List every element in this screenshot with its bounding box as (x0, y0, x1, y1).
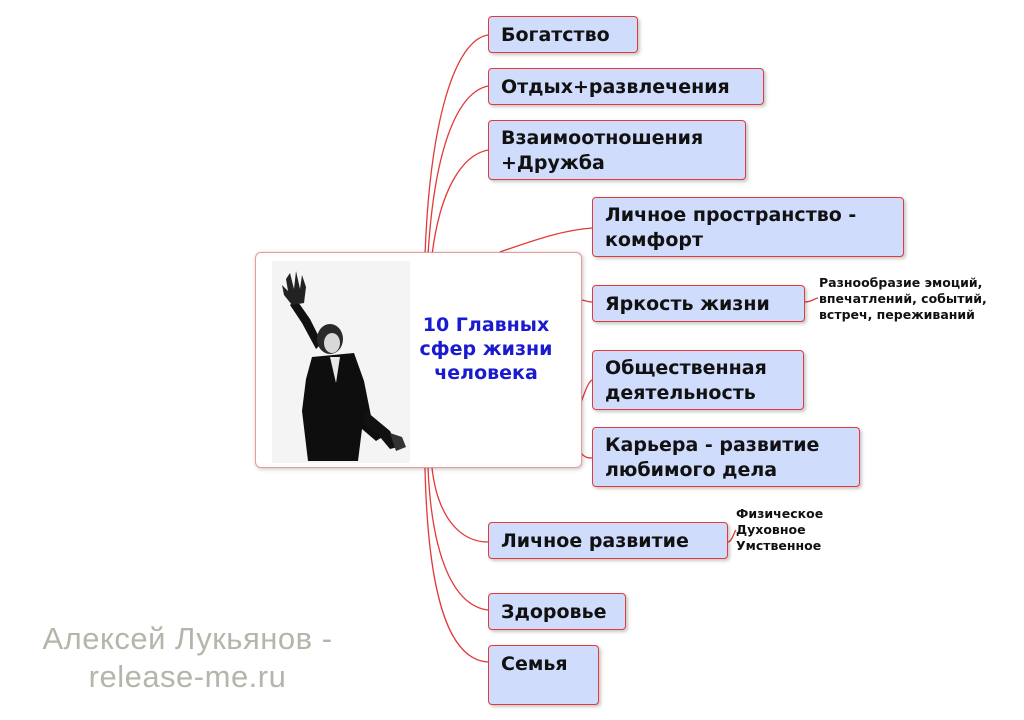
note-brightness[interactable]: Разнообразие эмоций, впечатлений, событи… (819, 275, 987, 322)
branch-leisure[interactable]: Отдых+развлечения (488, 68, 764, 105)
branch-social-activity[interactable]: Общественная деятельность (592, 350, 804, 410)
link-family (424, 467, 489, 663)
branch-family[interactable]: Семья (488, 645, 599, 705)
branch-personal-space[interactable]: Личное пространство - комфорт (592, 197, 904, 257)
watermark: Алексей Лукьянов - release-me.ru (30, 620, 345, 696)
link-relations (431, 149, 489, 256)
link-space (499, 227, 593, 253)
watermark-author: Алексей Лукьянов - (42, 621, 333, 656)
link-wealth (424, 34, 489, 256)
branch-career[interactable]: Карьера - развитие любимого дела (592, 427, 860, 487)
branch-brightness[interactable]: Яркость жизни (592, 285, 805, 322)
branch-wealth[interactable]: Богатство (488, 16, 638, 53)
watermark-site: release-me.ru (88, 659, 287, 694)
central-topic-title: 10 Главных сфер жизни человека (419, 314, 553, 384)
branch-development[interactable]: Личное развитие (488, 522, 728, 559)
link-leisure (427, 85, 489, 256)
central-topic[interactable]: 10 Главных сфер жизни человека (255, 252, 582, 468)
link-note-brightness (804, 297, 819, 303)
link-note-development (727, 529, 737, 543)
link-development (431, 467, 489, 543)
note-development[interactable]: Физическое Духовное Умственное (736, 506, 824, 553)
branch-relations[interactable]: Взаимоотношения +Дружба (488, 120, 746, 180)
branch-health[interactable]: Здоровье (488, 593, 626, 630)
performer-photo (272, 261, 410, 463)
link-health (427, 467, 489, 611)
